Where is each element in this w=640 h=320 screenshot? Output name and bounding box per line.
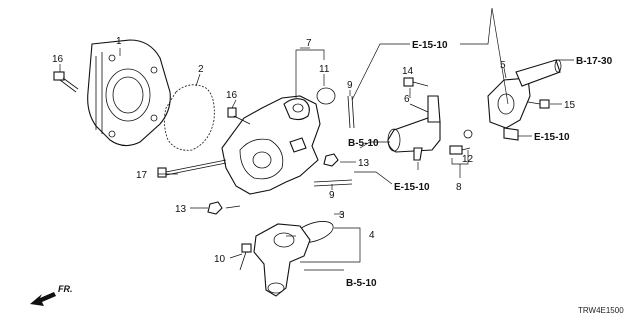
part-1-water-pump xyxy=(87,39,171,147)
ref-e-15-10-mid[interactable]: E-15-10 xyxy=(394,182,430,193)
callout-1: 1 xyxy=(116,36,122,47)
callout-14: 14 xyxy=(402,66,414,77)
ref-b-5-10-mid[interactable]: B-5-10 xyxy=(348,138,379,149)
part-11-o-ring xyxy=(316,87,336,105)
callout-13-left: 13 xyxy=(175,204,187,215)
part-2-gasket xyxy=(164,84,215,151)
callout-9-lower: 9 xyxy=(329,190,335,201)
front-direction-label: FR. xyxy=(58,284,73,294)
ref-e-15-10-top[interactable]: E-15-10 xyxy=(412,40,448,51)
part-9-stud-lower xyxy=(313,179,353,187)
ref-b-5-10-bottom[interactable]: B-5-10 xyxy=(346,278,377,289)
ref-e-15-10-right[interactable]: E-15-10 xyxy=(534,132,570,143)
diagram-code: TRW4E1500 xyxy=(578,306,624,315)
callout-3: 3 xyxy=(339,210,345,221)
part-9-stud-top xyxy=(347,95,355,129)
front-direction-arrow-icon xyxy=(30,292,56,306)
part-16-bolt-left xyxy=(53,71,79,93)
ref-b-17-30[interactable]: B-17-30 xyxy=(576,56,613,67)
part-4-thermostat-housing xyxy=(253,223,311,297)
callout-8: 8 xyxy=(456,182,462,193)
leader-lines xyxy=(59,7,574,271)
part-6-water-outlet xyxy=(387,95,441,161)
part-17-long-bolt xyxy=(157,159,227,178)
callout-15: 15 xyxy=(564,100,576,111)
part-13-nut-center xyxy=(323,153,339,167)
callout-16-left: 16 xyxy=(52,54,64,65)
part-14-bolt xyxy=(403,77,429,87)
callout-16-center: 16 xyxy=(226,90,238,101)
callout-10: 10 xyxy=(214,254,226,265)
callout-5: 5 xyxy=(500,60,506,71)
callout-11: 11 xyxy=(319,64,330,75)
callout-12: 12 xyxy=(462,154,474,165)
part-12-sensor xyxy=(449,129,473,155)
callout-2: 2 xyxy=(198,64,204,75)
part-15-bolt xyxy=(527,99,550,109)
part-7-water-passage xyxy=(221,95,321,195)
callout-17: 17 xyxy=(136,170,148,181)
callout-13-center: 13 xyxy=(358,158,370,169)
callout-6: 6 xyxy=(404,94,410,105)
part-10-bolt xyxy=(239,243,252,271)
callout-9-top: 9 xyxy=(347,80,353,91)
callout-7: 7 xyxy=(306,38,312,49)
part-13-nut-left xyxy=(207,201,223,215)
part-5-water-outlet-upper xyxy=(487,59,562,141)
callout-4: 4 xyxy=(369,230,375,241)
